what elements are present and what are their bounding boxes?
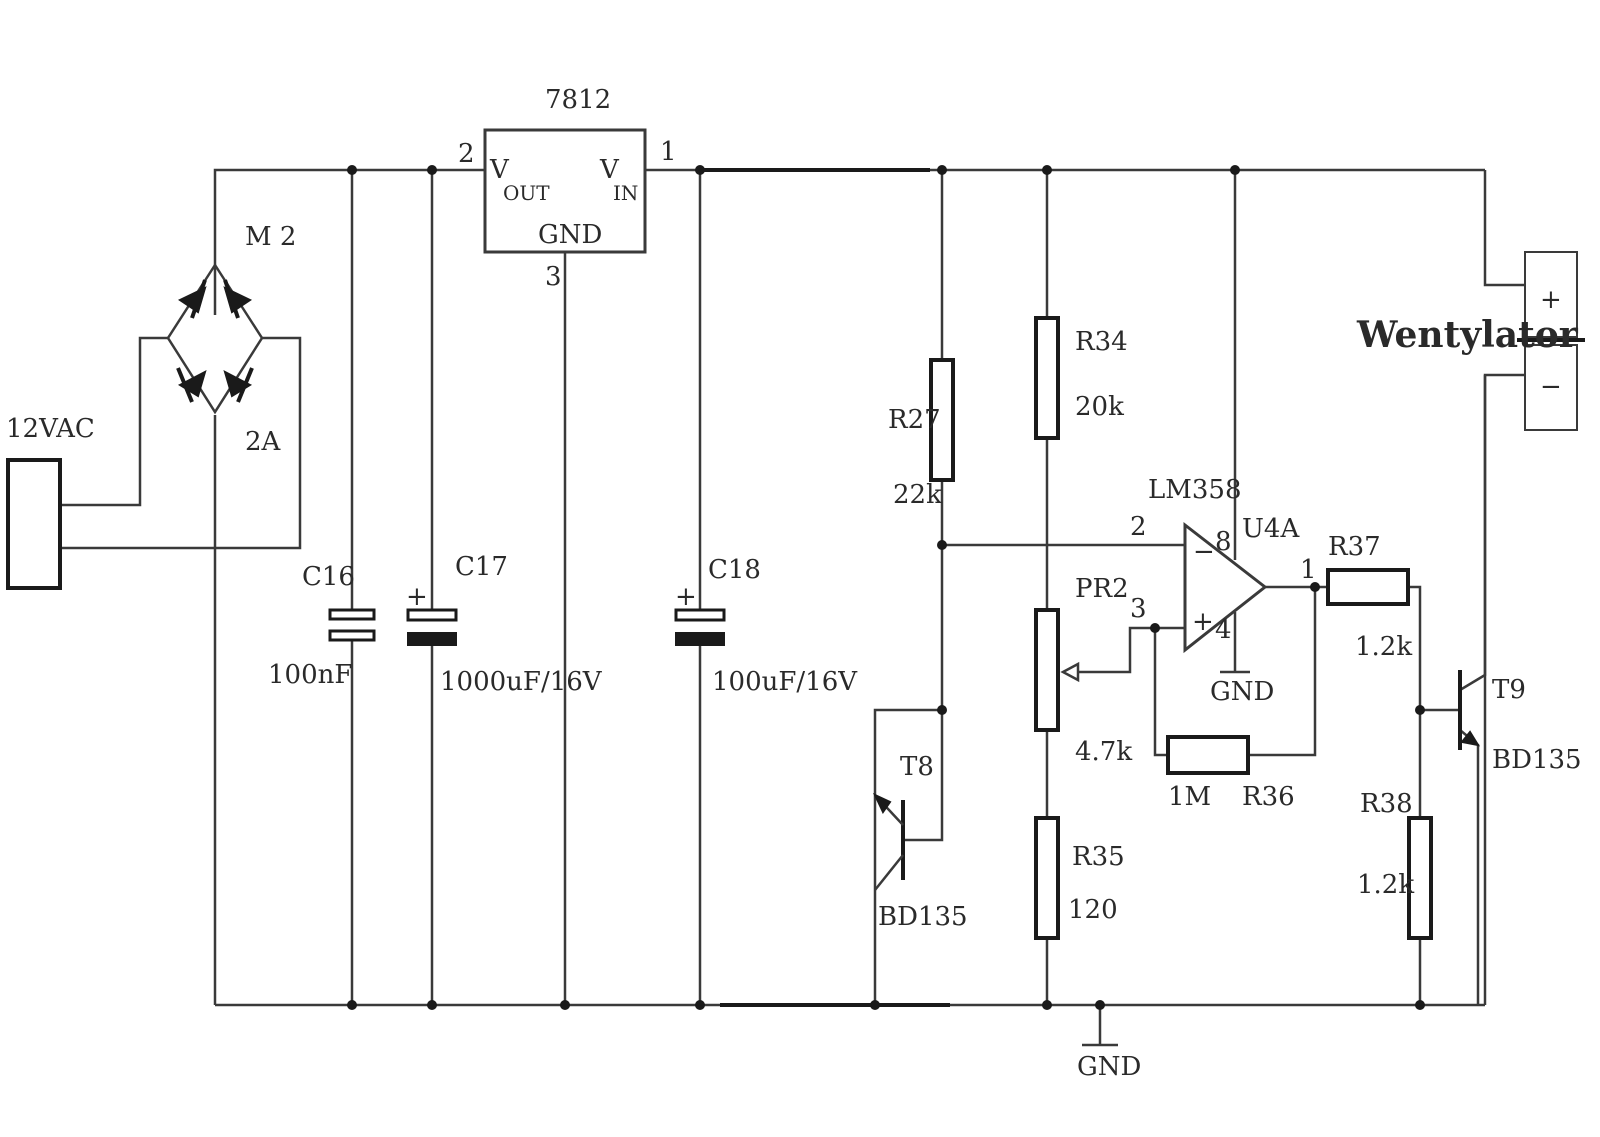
opamp-pin-vcc: 8: [1215, 527, 1232, 557]
regulator-7812: 7812 V OUT V IN GND 2 1 3: [458, 85, 677, 292]
bridge-rectifier-m2: M 2 2A: [166, 222, 296, 457]
t8-part: BD135: [878, 902, 968, 932]
fan-label: Wentylator: [1356, 314, 1579, 356]
capacitor-c16: C16 100nF: [268, 562, 376, 690]
resistor-r37: R37 1.2k: [1326, 532, 1412, 662]
regulator-pin-out: 2: [458, 139, 475, 169]
r34-value: 20k: [1075, 392, 1124, 422]
r35-value: 120: [1068, 895, 1118, 925]
fan-minus: −: [1540, 372, 1562, 402]
t9-part: BD135: [1492, 745, 1582, 775]
regulator-pin-gnd: 3: [545, 262, 562, 292]
regulator-vout-sub: OUT: [503, 181, 550, 205]
c16-name: C16: [302, 562, 355, 592]
r35-name: R35: [1072, 842, 1125, 872]
regulator-name: 7812: [545, 85, 611, 115]
opamp-pin-noninv: 3: [1130, 594, 1147, 624]
bridge-name: M 2: [245, 222, 296, 252]
opamp-gnd-label: GND: [1210, 677, 1274, 707]
c18-name: C18: [708, 555, 761, 585]
wires: [62, 168, 1525, 1047]
bridge-rating: 2A: [245, 427, 282, 457]
r38-name: R38: [1360, 789, 1413, 819]
opamp-minus: −: [1193, 537, 1215, 567]
r27-value: 22k: [893, 480, 942, 510]
regulator-vout: V: [489, 155, 510, 185]
resistor-r36: 1M R36: [1166, 735, 1295, 812]
capacitor-c18: + C18 100uF/16V: [674, 555, 858, 697]
r27-name: R27: [888, 405, 941, 435]
regulator-vin: V: [599, 155, 620, 185]
ac-input-label: 12VAC: [6, 414, 95, 444]
resistor-r38: R38 1.2k: [1357, 789, 1433, 940]
r36-value: 1M: [1168, 782, 1211, 812]
r37-name: R37: [1328, 532, 1381, 562]
ground-label: GND: [1077, 1052, 1141, 1082]
r37-value: 1.2k: [1355, 632, 1412, 662]
regulator-vin-sub: IN: [613, 181, 638, 205]
junction-dots: [347, 165, 1425, 1010]
opamp-pin-gnd: 4: [1215, 615, 1232, 645]
resistor-r35: R35 120: [1034, 816, 1125, 940]
opamp-pin-inv: 2: [1130, 512, 1147, 542]
regulator-pin-in: 1: [660, 137, 677, 167]
potentiometer-pr2: PR2 4.7k: [1034, 574, 1132, 767]
c17-polarity: +: [406, 582, 428, 612]
opamp-unit: U4A: [1242, 514, 1300, 544]
opamp-plus: +: [1192, 607, 1214, 637]
r38-value: 1.2k: [1357, 870, 1414, 900]
ac-input-connector: 12VAC: [6, 414, 95, 590]
c17-value: 1000uF/16V: [440, 667, 603, 697]
t9-name: T9: [1492, 675, 1526, 705]
fan-plus: +: [1540, 285, 1562, 315]
r36-name: R36: [1242, 782, 1295, 812]
t8-name: T8: [900, 752, 934, 782]
transistor-t8: T8 BD135: [872, 752, 968, 932]
ground-symbol: GND: [1077, 1052, 1141, 1082]
c17-name: C17: [455, 552, 508, 582]
r34-name: R34: [1075, 327, 1128, 357]
transistor-t9: T9 BD135: [1458, 670, 1582, 775]
resistor-r27: R27 22k: [888, 358, 955, 510]
fan-connector: + − Wentylator: [1356, 251, 1585, 431]
c18-value: 100uF/16V: [712, 667, 858, 697]
pr2-name: PR2: [1075, 574, 1129, 604]
opamp-pin-out: 1: [1300, 555, 1317, 585]
opamp-lm358: LM358 U4A − + 2 3 1 8 4 GND: [1130, 475, 1317, 707]
resistor-r34: R34 20k: [1034, 316, 1128, 440]
c16-value: 100nF: [268, 660, 352, 690]
capacitor-c17: + C17 1000uF/16V: [406, 552, 603, 697]
opamp-name: LM358: [1148, 475, 1242, 505]
regulator-gnd: GND: [538, 220, 602, 250]
pr2-value: 4.7k: [1075, 737, 1132, 767]
c18-polarity: +: [675, 582, 697, 612]
